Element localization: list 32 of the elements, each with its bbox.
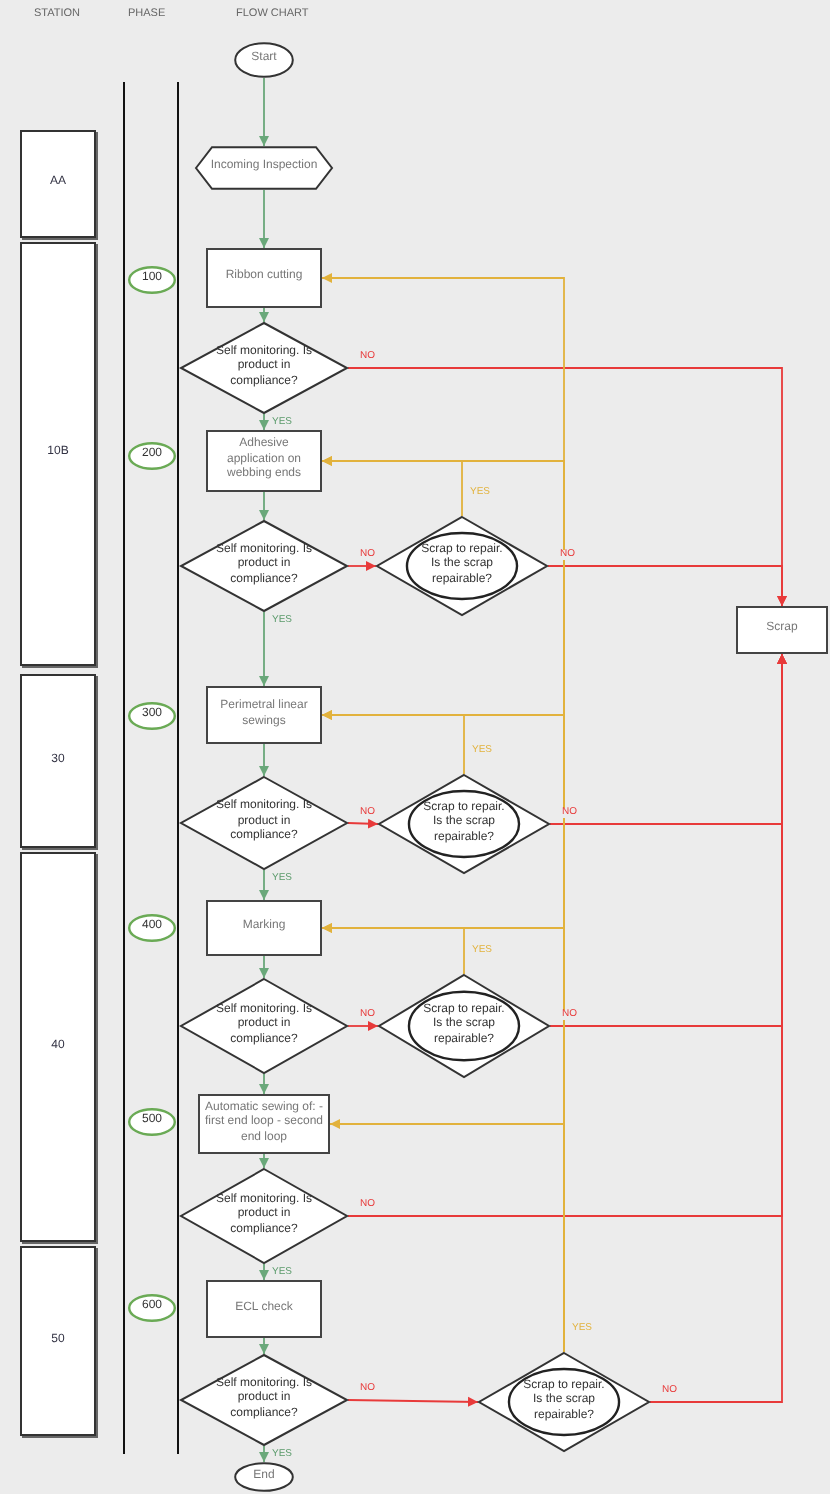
process-box <box>206 900 322 956</box>
arrow <box>259 1445 269 1463</box>
arrow <box>259 955 269 979</box>
arrow <box>347 818 379 829</box>
arrow <box>259 413 269 431</box>
arrow <box>259 1153 269 1169</box>
arrow <box>329 1119 565 1353</box>
arrow <box>259 491 269 521</box>
station-box <box>20 242 96 666</box>
arrow <box>259 1073 269 1095</box>
station-box <box>20 130 96 238</box>
arrow <box>259 611 269 687</box>
arrow <box>259 1337 269 1355</box>
arrow <box>259 743 269 777</box>
station-box <box>20 852 96 1242</box>
station-box <box>20 674 96 848</box>
arrow <box>347 561 377 571</box>
process-box <box>206 686 322 744</box>
arrow <box>259 189 269 249</box>
arrow <box>347 1396 479 1407</box>
process-box <box>206 1280 322 1338</box>
arrow <box>347 1021 379 1031</box>
station-box <box>20 1246 96 1436</box>
process-box <box>206 248 322 308</box>
arrow <box>649 653 787 1403</box>
arrow <box>259 1263 269 1281</box>
arrow <box>547 565 787 607</box>
arrow <box>259 307 269 323</box>
process-box <box>736 606 828 654</box>
arrow <box>259 869 269 901</box>
process-box <box>206 430 322 492</box>
arrow <box>259 77 269 147</box>
